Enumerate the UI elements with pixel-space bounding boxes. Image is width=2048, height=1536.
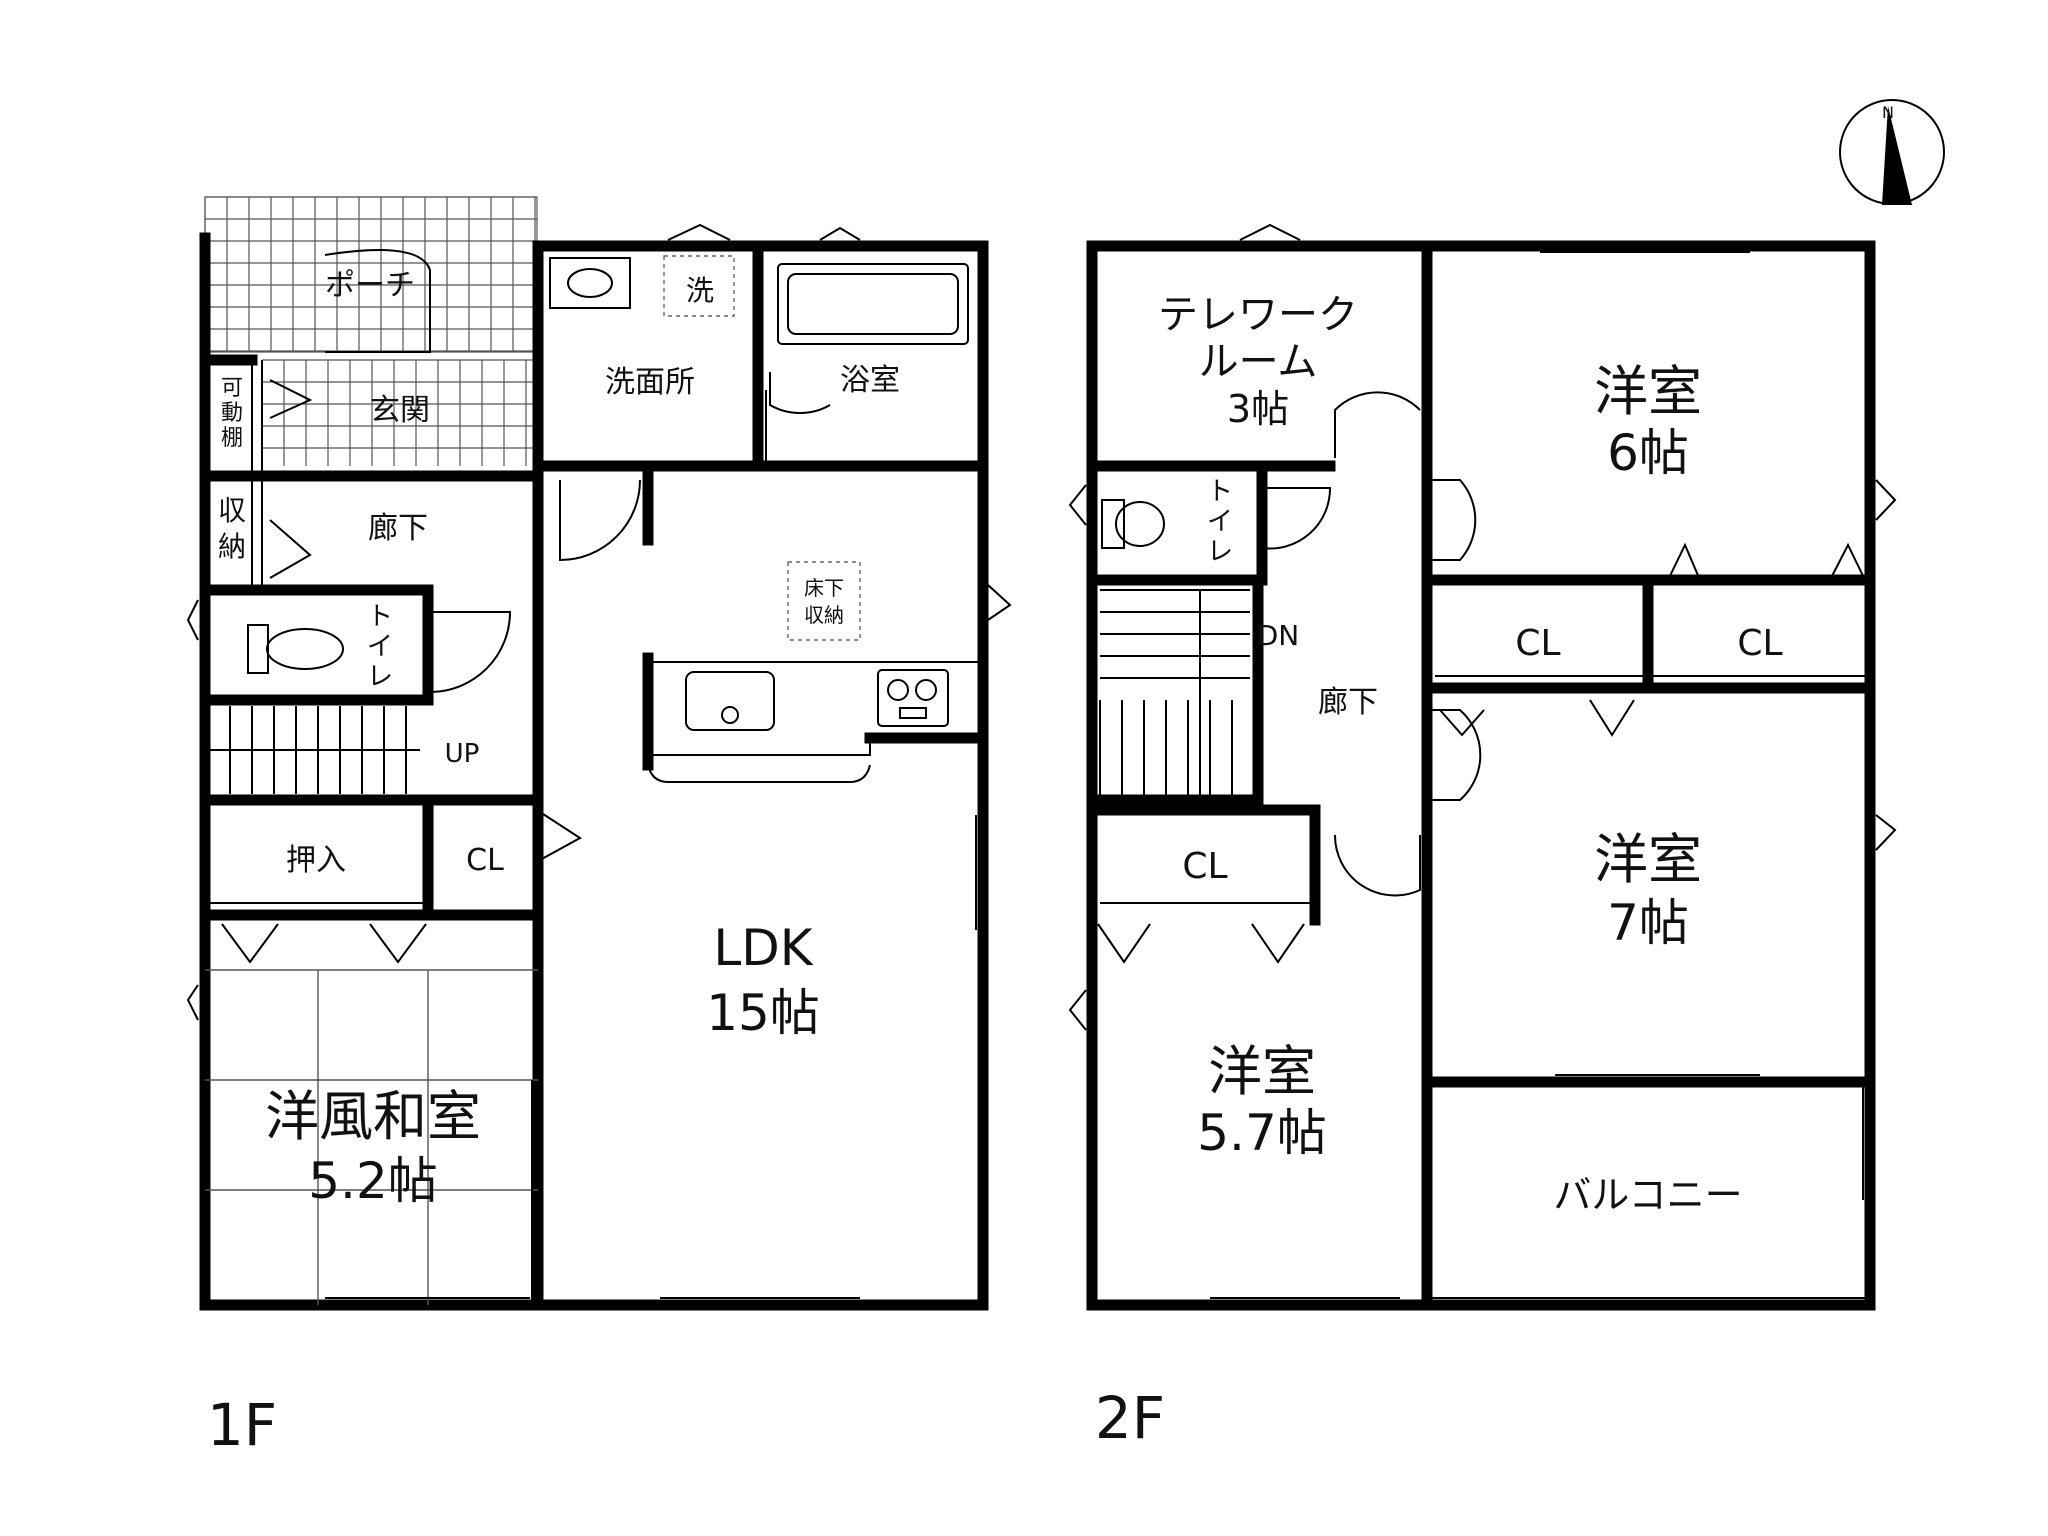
room7-label: 洋室 (1594, 828, 1702, 891)
floor-1-label: 1F (207, 1391, 277, 1459)
floor-1: ポーチ 玄関 可 動 棚 収 納 廊下 ト イ レ UP 洗面所 洗 浴室 床下… (186, 196, 1012, 1459)
movable-shelf-label-3: 棚 (221, 426, 243, 451)
storage-label-1: 収 (218, 494, 246, 527)
washer-label: 洗 (686, 274, 714, 307)
porch-label: ポーチ (325, 268, 415, 303)
toilet-label-1: ト (367, 602, 393, 632)
closet-label-1f: CL (466, 843, 504, 878)
cl-c-label: CL (1182, 846, 1227, 887)
washroom-label: 洗面所 (605, 365, 695, 400)
movable-shelf-label-1: 可 (221, 376, 243, 401)
closet-push-label: 押入 (286, 843, 346, 878)
balcony-label: バルコニー (1553, 1173, 1742, 1217)
details-1f (186, 223, 1012, 1305)
cl-b-label: CL (1737, 623, 1782, 664)
telework-label-2: ルーム (1199, 339, 1318, 385)
room57-label: 洋室 (1208, 1040, 1316, 1103)
underfloor-label-2: 収納 (804, 603, 844, 627)
bath-label: 浴室 (840, 363, 900, 398)
room6-size-label: 6帖 (1607, 424, 1689, 482)
japanese-room-label: 洋風和室 (265, 1085, 481, 1148)
floor-2: テレワーク ルーム 3帖 ト イ レ DN 廊下 洋室 6帖 CL CL 洋室 … (1068, 223, 1897, 1452)
toilet-label-3: レ (367, 662, 393, 692)
up-label: UP (445, 739, 480, 769)
details-2f (1068, 223, 1897, 1299)
walls-2f (1086, 240, 1876, 1311)
labels-2f: テレワーク ルーム 3帖 ト イ レ DN 廊下 洋室 6帖 CL CL 洋室 … (1095, 292, 1783, 1452)
ldk-size-label: 15帖 (706, 984, 820, 1042)
labels-1f: ポーチ 玄関 可 動 棚 収 納 廊下 ト イ レ UP 洗面所 洗 浴室 床下… (207, 268, 900, 1459)
north-label: N (1882, 103, 1894, 122)
dn-label: DN (1257, 619, 1300, 652)
hallway-2f-label: 廊下 (1318, 685, 1378, 720)
north-arrow-icon (1882, 106, 1912, 205)
telework-label-1: テレワーク (1158, 292, 1358, 338)
toilet-2f-label-3: レ (1207, 537, 1233, 567)
japanese-room-size-label: 5.2帖 (308, 1152, 438, 1210)
walls-1f (199, 232, 989, 1311)
telework-label-3: 3帖 (1227, 387, 1289, 431)
ldk-label: LDK (713, 919, 813, 977)
toilet-2f-label-1: ト (1207, 477, 1233, 507)
toilet-2f-label-2: イ (1207, 507, 1233, 537)
porch-tiles (204, 196, 538, 353)
underfloor-label-1: 床下 (804, 576, 844, 600)
compass: N (1839, 99, 1945, 205)
room7-size-label: 7帖 (1607, 894, 1689, 952)
cl-a-label: CL (1515, 623, 1560, 664)
room57-size-label: 5.7帖 (1197, 1104, 1327, 1162)
entrance-label: 玄関 (370, 393, 430, 428)
room6-label: 洋室 (1594, 360, 1702, 423)
movable-shelf-label-2: 動 (221, 401, 243, 426)
floor-2-label: 2F (1095, 1384, 1165, 1452)
toilet-label-2: イ (367, 632, 393, 662)
hallway-label: 廊下 (368, 511, 428, 546)
storage-label-2: 納 (218, 530, 246, 563)
